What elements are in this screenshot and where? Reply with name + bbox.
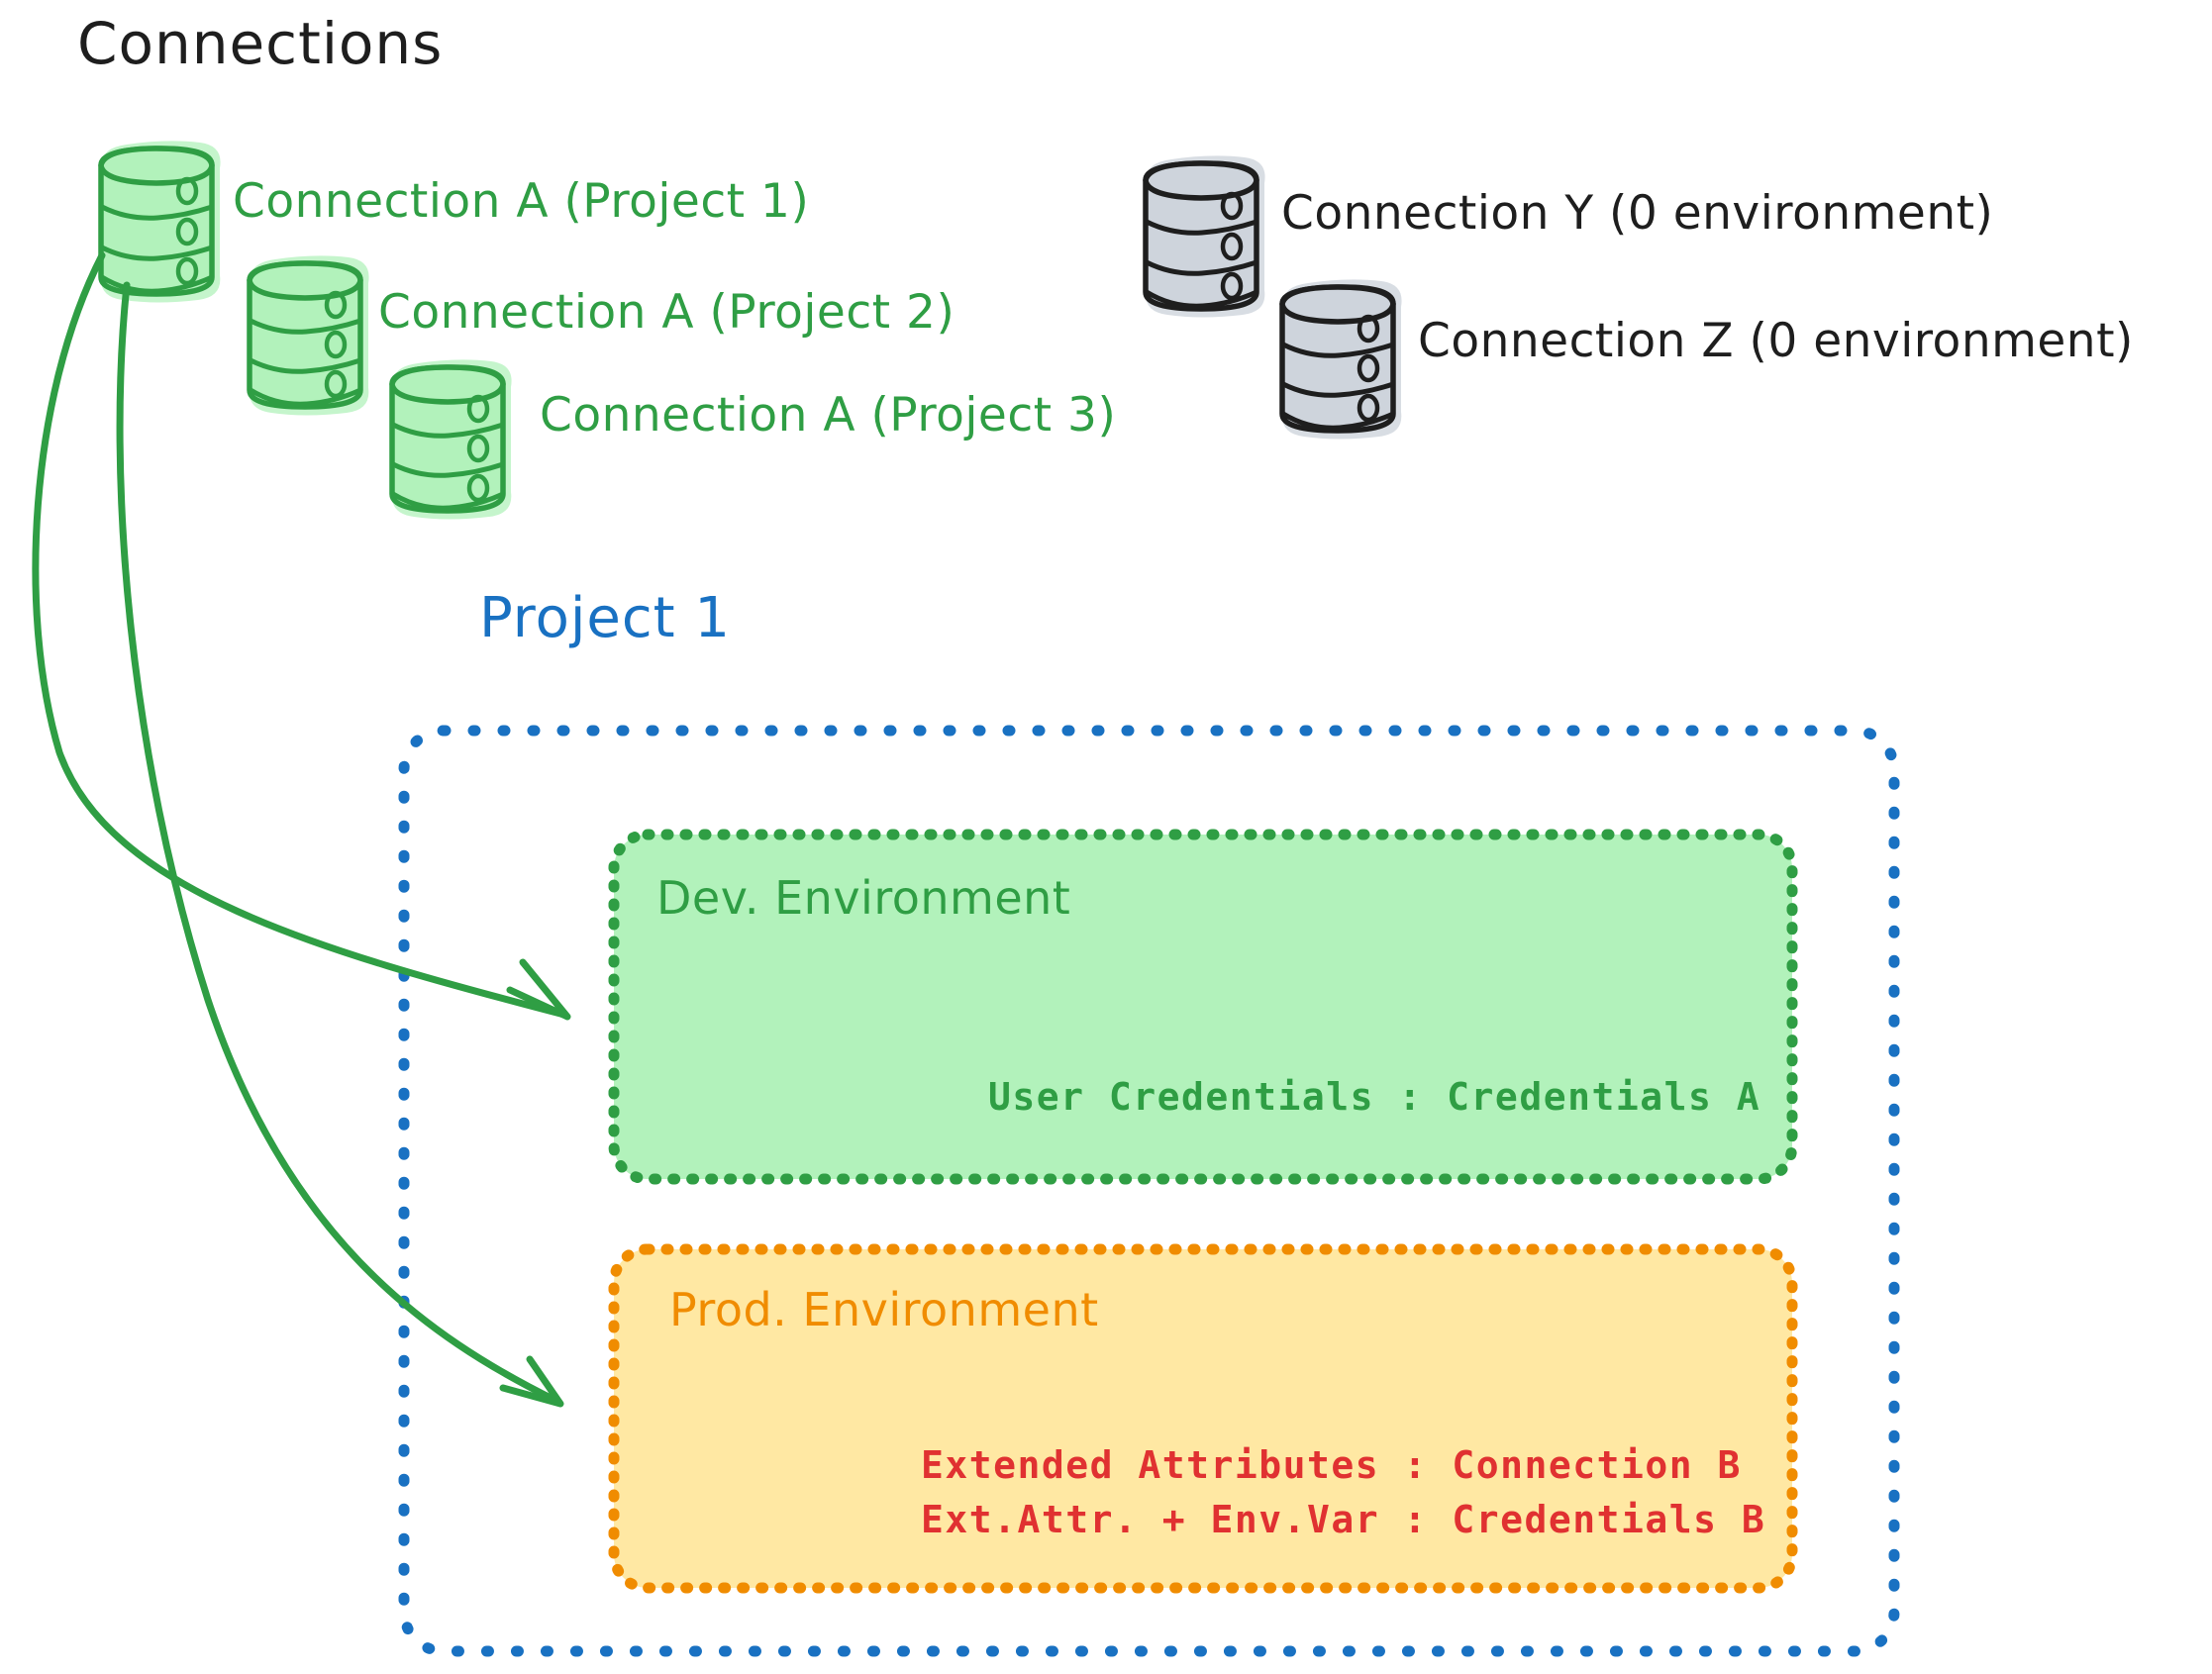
database-cylinder-icon[interactable]: [389, 359, 512, 520]
prod-environment-extended-attributes-line: Extended Attributes : Connection B: [921, 1443, 1742, 1487]
arrow-connection-to-prod: [116, 281, 564, 1408]
page-title: Connections: [77, 10, 444, 77]
dev-environment-title: Dev. Environment: [656, 871, 1071, 925]
connection-label-a-project-3[interactable]: Connection A (Project 3): [540, 388, 1117, 443]
database-cylinder-icon[interactable]: [247, 255, 369, 416]
database-cylinder-icon[interactable]: [1143, 155, 1265, 318]
connection-label-a-project-2[interactable]: Connection A (Project 2): [378, 285, 955, 340]
project-title: Project 1: [479, 586, 732, 650]
connection-label-a-project-1[interactable]: Connection A (Project 1): [233, 174, 810, 229]
dev-environment-credentials-line: User Credentials : Credentials A: [988, 1075, 1761, 1119]
database-cylinder-icon[interactable]: [1279, 279, 1402, 440]
connection-label-y[interactable]: Connection Y (0 environment): [1281, 186, 1994, 241]
connection-label-z[interactable]: Connection Z (0 environment): [1418, 314, 2134, 368]
prod-environment-env-var-line: Ext.Attr. + Env.Var : Credentials B: [921, 1498, 1766, 1541]
database-cylinder-icon[interactable]: [98, 141, 221, 303]
prod-environment-title: Prod. Environment: [669, 1283, 1099, 1336]
